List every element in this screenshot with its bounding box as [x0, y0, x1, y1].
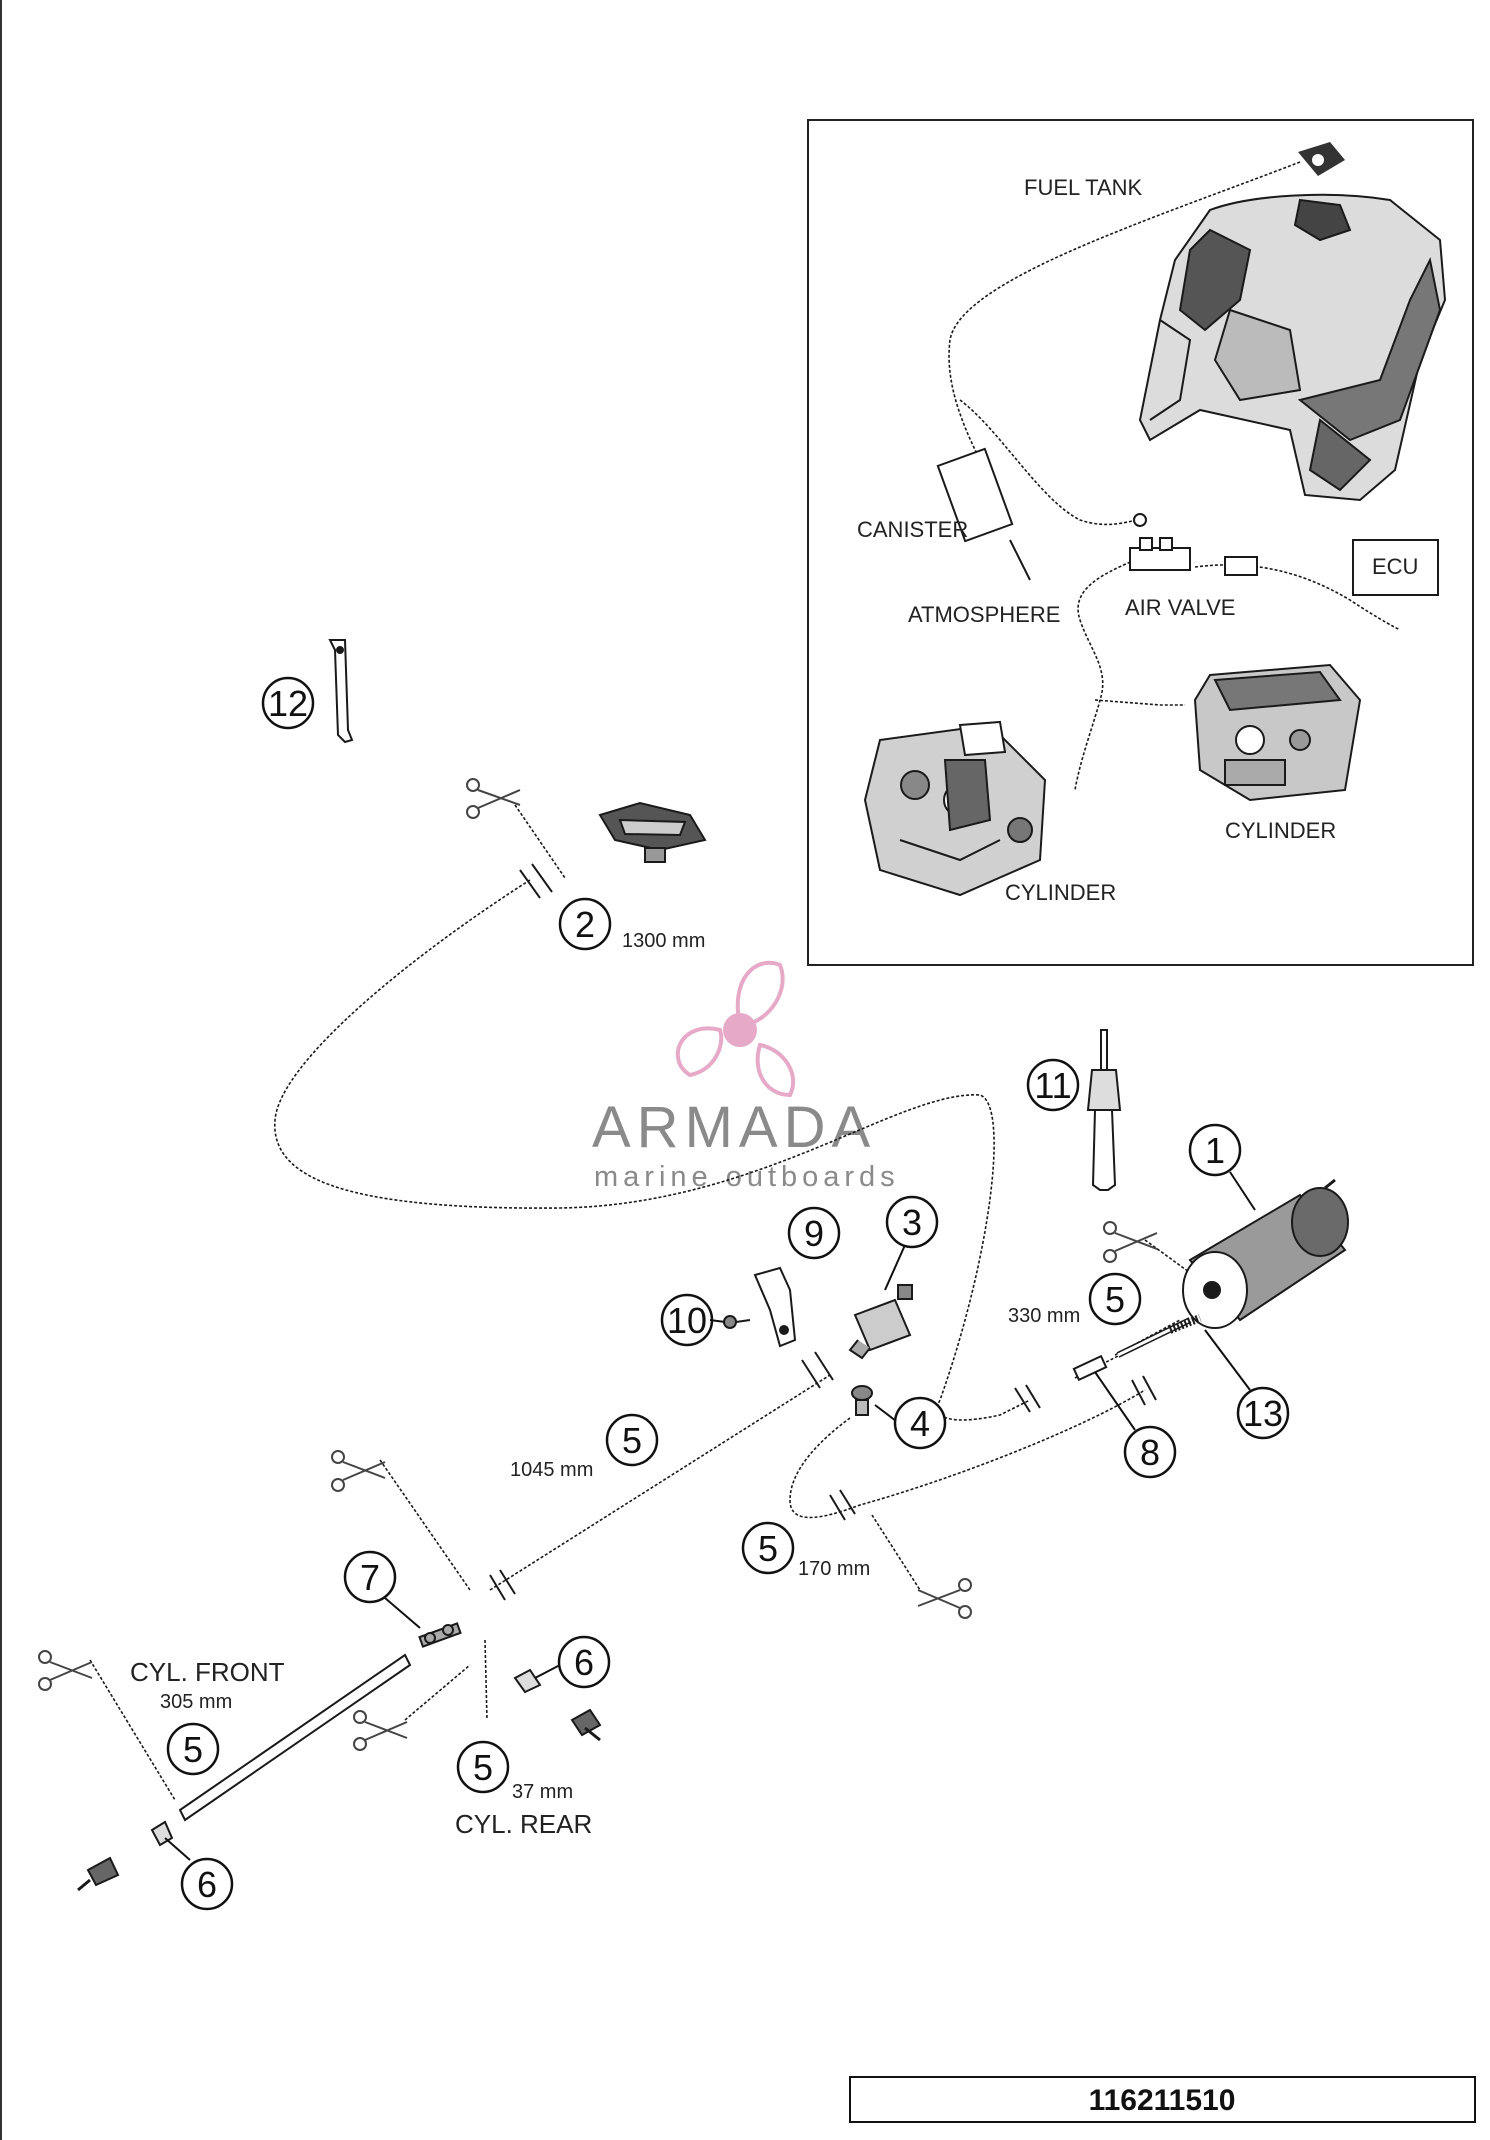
- scissors-icon-6: [1103, 1221, 1158, 1263]
- length-330: 330 mm: [1008, 1305, 1080, 1327]
- cyl-rear-label: CYL. REAR: [455, 1809, 592, 1839]
- callout-6a: 6: [574, 1642, 594, 1683]
- callout-circle-7: [343, 1550, 397, 1604]
- spring-part-13-icon: [1168, 1314, 1202, 1334]
- valve-part-3-icon: [848, 1284, 913, 1360]
- fitting-part-11-icon: [1086, 1029, 1122, 1191]
- length-170: 170 mm: [798, 1558, 870, 1580]
- callout-5-170: 5: [758, 1528, 778, 1569]
- callout-circle-5-37: [456, 1740, 510, 1794]
- bracket-part-9-icon: [753, 1266, 797, 1348]
- length-37: 37 mm: [512, 1781, 573, 1803]
- fuel-tank-icon: [1138, 193, 1447, 502]
- hose-pieces: [178, 1317, 1192, 1822]
- callout-circle-13: [1236, 1386, 1290, 1440]
- part-number: 116211510: [1089, 2084, 1236, 2117]
- canister-icon: [936, 447, 1031, 581]
- air-valve-label: AIR VALVE: [1125, 595, 1235, 620]
- length-1300: 1300 mm: [622, 930, 705, 952]
- main-hoses: [89, 804, 1201, 1801]
- callout-circle-11: [1026, 1058, 1080, 1112]
- sensor-part-b-icon: [77, 1856, 120, 1892]
- callout-circle-9: [787, 1206, 841, 1260]
- callout-circle-5-330: [1088, 1272, 1142, 1326]
- length-305: 305 mm: [160, 1691, 232, 1713]
- callout-3: 3: [902, 1202, 922, 1243]
- callout-circle-12: [261, 676, 315, 730]
- cyl-front-label: CYL. FRONT: [130, 1657, 285, 1687]
- part-number-box: [849, 2076, 1476, 2123]
- callout-4: 4: [910, 1403, 930, 1444]
- callout-12: 12: [268, 683, 308, 724]
- inset-diagram: FUEL TANK CANISTER ATMOSPHERE AIR VALVE …: [807, 119, 1474, 966]
- callout-circle-1: [1188, 1123, 1242, 1177]
- callout-leaders: [164, 1171, 1256, 1861]
- callouts: [166, 676, 1290, 1911]
- connector-part-7-icon: [418, 1622, 462, 1648]
- callout-circle-5-1045: [605, 1413, 659, 1467]
- callout-circle-3: [885, 1195, 939, 1249]
- callout-1: 1: [1205, 1130, 1225, 1171]
- cylinder-left-label: CYLINDER: [1005, 880, 1116, 905]
- callout-5-330: 5: [1105, 1279, 1125, 1320]
- ecu-box: [1352, 539, 1439, 596]
- callout-7: 7: [360, 1557, 380, 1598]
- callout-circle-6b: [180, 1857, 234, 1911]
- cylinder-head-left-icon: [863, 720, 1047, 897]
- callout-5-305: 5: [183, 1729, 203, 1770]
- cylinder-right-label: CYLINDER: [1225, 818, 1336, 843]
- tank-cap-part-icon: [598, 801, 707, 863]
- callout-11: 11: [1034, 1065, 1071, 1106]
- air-valve-icon: [1129, 513, 1258, 576]
- callout-5-1045: 5: [622, 1420, 642, 1461]
- callout-circle-8: [1123, 1425, 1177, 1479]
- callout-circle-5-170: [741, 1521, 795, 1575]
- scissors-icon-2: [331, 1450, 386, 1492]
- watermark-brand: ARMADA: [592, 1095, 876, 1160]
- callout-numbers: 12 2 11 1 9 3 10 5 13 4 8 5 5 7 6 5 5 6: [183, 683, 1283, 1905]
- callout-5-37: 5: [473, 1747, 493, 1788]
- fuel-cap-icon: [1298, 142, 1345, 176]
- scissors-icon-4: [353, 1710, 408, 1751]
- inset-hoses: [948, 161, 1401, 791]
- clip-part-6a-icon: [513, 1668, 542, 1694]
- callout-6b: 6: [197, 1864, 217, 1905]
- fuel-tank-label: FUEL TANK: [1024, 175, 1143, 200]
- cylinder-head-right-icon: [1193, 663, 1362, 802]
- tee-part-4-icon: [851, 1385, 873, 1416]
- inset-frame: [807, 119, 1474, 966]
- ecu-label: ECU: [1372, 554, 1418, 579]
- atmosphere-label: ATMOSPHERE: [908, 602, 1060, 627]
- callout-circle-5-305: [166, 1722, 220, 1776]
- bracket-part-12-icon: [328, 639, 354, 744]
- callout-circle-2: [558, 897, 612, 951]
- callout-10: 10: [667, 1300, 707, 1341]
- callout-circle-6a: [557, 1635, 611, 1689]
- callout-circle-4: [893, 1396, 947, 1450]
- callout-13: 13: [1243, 1393, 1283, 1434]
- callout-9: 9: [804, 1213, 824, 1254]
- watermark-subtitle: marine outboards: [594, 1161, 900, 1193]
- cut-marks: [489, 863, 1157, 1601]
- callout-8: 8: [1140, 1432, 1160, 1473]
- callout-2: 2: [575, 904, 595, 945]
- scissors-icon-3: [38, 1650, 93, 1691]
- screw-part-10-icon: [723, 1315, 751, 1329]
- scissors-icon-5: [917, 1578, 972, 1619]
- canister-label: CANISTER: [857, 517, 968, 542]
- canister-part-1-icon: [1182, 1178, 1349, 1329]
- scissors-icon-1: [466, 778, 521, 819]
- sensor-part-a-icon: [570, 1708, 602, 1742]
- length-1045: 1045 mm: [510, 1459, 593, 1481]
- propeller-icon: [675, 960, 796, 1098]
- connector-part-8-icon: [1072, 1354, 1108, 1382]
- armada-watermark: ARMADA marine outboards: [592, 960, 900, 1193]
